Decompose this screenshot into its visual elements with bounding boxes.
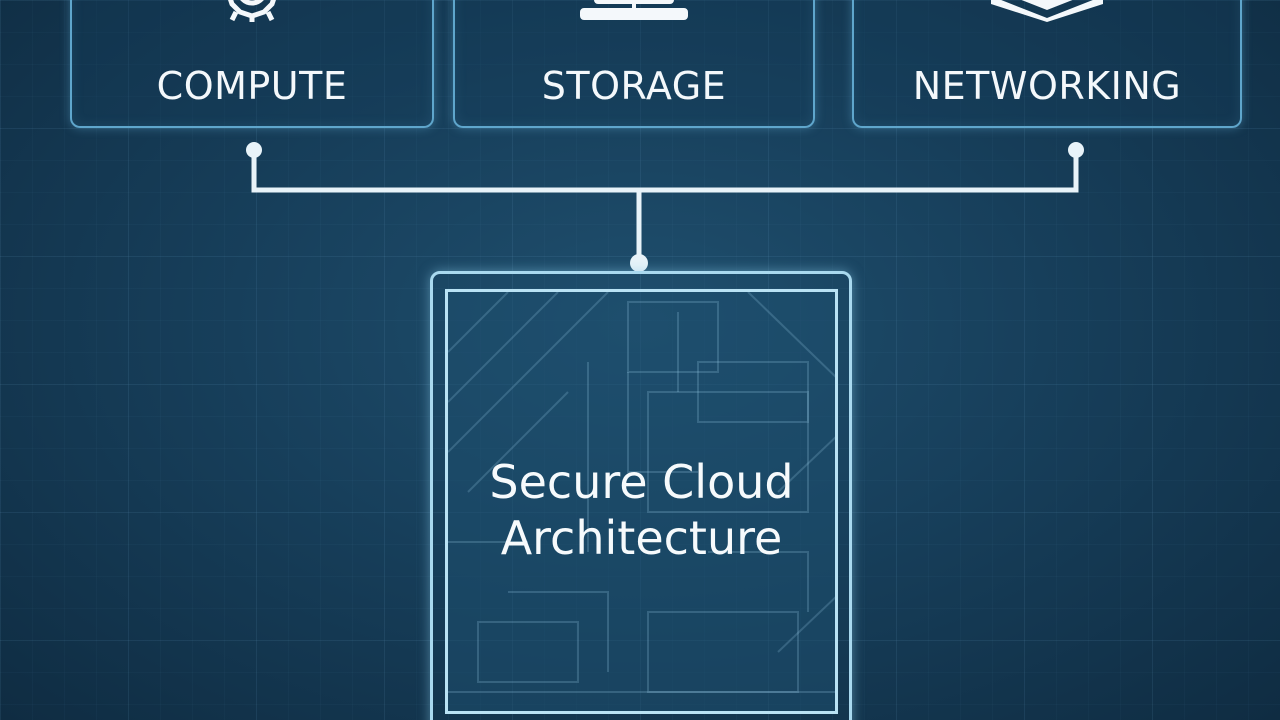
architecture-title: Secure Cloud Architecture — [448, 454, 835, 566]
compute-label: COMPUTE — [156, 64, 348, 108]
architecture-title-line2: Architecture — [500, 511, 783, 565]
architecture-title-line1: Secure Cloud — [489, 455, 794, 509]
gear-icon — [228, 0, 276, 22]
architecture-frame — [430, 271, 852, 720]
compute-box[interactable]: COMPUTE — [70, 0, 434, 128]
blueprint-pattern — [448, 292, 835, 693]
architecture-box[interactable]: Secure Cloud Architecture — [445, 289, 838, 714]
layers-icon — [991, 0, 1103, 22]
networking-box[interactable]: NETWORKING — [852, 0, 1242, 128]
computer-icon — [580, 0, 688, 20]
storage-box[interactable]: STORAGE — [453, 0, 815, 128]
networking-label: NETWORKING — [912, 64, 1182, 108]
storage-label: STORAGE — [541, 64, 727, 108]
